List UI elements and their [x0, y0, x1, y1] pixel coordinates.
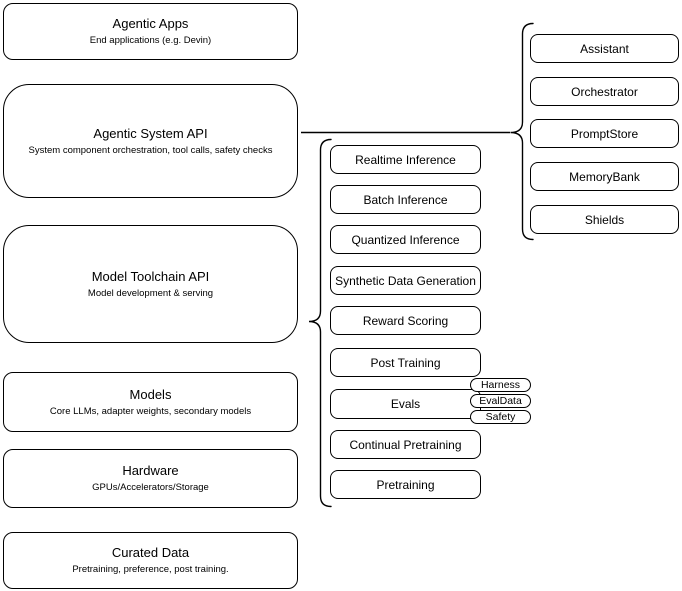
eval-tag-harness: Harness [470, 378, 531, 392]
toolchain-post-training: Post Training [330, 348, 481, 377]
layer-subtitle: Core LLMs, adapter weights, secondary mo… [49, 405, 252, 417]
toolchain-batch-inference: Batch Inference [330, 185, 481, 214]
node-label: Reward Scoring [362, 313, 449, 328]
layer-title: Models [129, 386, 172, 402]
system-shields: Shields [530, 205, 679, 234]
layer-agentic-apps: Agentic Apps End applications (e.g. Devi… [3, 3, 298, 60]
layer-curated-data: Curated Data Pretraining, preference, po… [3, 532, 298, 589]
layer-title: Model Toolchain API [91, 268, 210, 284]
node-label: MemoryBank [569, 169, 640, 184]
layer-title: Agentic System API [93, 125, 208, 141]
system-promptstore: PromptStore [530, 119, 679, 148]
layer-subtitle: System component orchestration, tool cal… [28, 144, 273, 156]
toolchain-pretraining: Pretraining [330, 470, 481, 499]
tag-label: EvalData [479, 395, 522, 407]
toolchain-continual-pretraining: Continual Pretraining [330, 430, 481, 459]
system-memorybank: MemoryBank [530, 162, 679, 191]
node-label: Batch Inference [363, 192, 448, 207]
node-label: Shields [584, 212, 625, 227]
node-label: Quantized Inference [351, 232, 460, 247]
node-label: Orchestrator [571, 84, 638, 99]
layer-title: Curated Data [111, 545, 190, 560]
node-label: Pretraining [376, 477, 435, 492]
layer-title: Hardware [122, 463, 179, 478]
node-label: Evals [390, 397, 421, 411]
layer-model-toolchain-api: Model Toolchain API Model development & … [3, 225, 298, 343]
system-orchestrator: Orchestrator [530, 77, 679, 106]
node-label: Continual Pretraining [349, 437, 462, 452]
layer-agentic-system-api: Agentic System API System component orch… [3, 84, 298, 198]
toolchain-quantized-inference: Quantized Inference [330, 225, 481, 254]
layer-subtitle: GPUs/Accelerators/Storage [92, 482, 209, 493]
node-label: Assistant [580, 41, 629, 56]
tag-label: Safety [485, 411, 516, 423]
toolchain-brace [308, 138, 332, 508]
node-label: Synthetic Data Generation [335, 273, 476, 288]
toolchain-evals: Evals [330, 389, 481, 419]
layer-hardware: Hardware GPUs/Accelerators/Storage [3, 449, 298, 508]
toolchain-synthetic-data-generation: Synthetic Data Generation [330, 266, 481, 295]
layer-subtitle: End applications (e.g. Devin) [89, 35, 212, 46]
eval-tag-safety: Safety [470, 410, 531, 424]
layer-subtitle: Pretraining, preference, post training. [72, 564, 229, 575]
layer-models: Models Core LLMs, adapter weights, secon… [3, 372, 298, 432]
tag-label: Harness [480, 379, 521, 391]
eval-tag-evaldata: EvalData [470, 394, 531, 408]
node-label: Post Training [370, 355, 441, 370]
system-assistant: Assistant [530, 34, 679, 63]
layer-title: Agentic Apps [112, 16, 189, 31]
layer-subtitle: Model development & serving [87, 287, 214, 299]
node-label: PromptStore [570, 126, 639, 141]
node-label: Realtime Inference [355, 152, 456, 167]
toolchain-reward-scoring: Reward Scoring [330, 306, 481, 335]
toolchain-realtime-inference: Realtime Inference [330, 145, 481, 174]
